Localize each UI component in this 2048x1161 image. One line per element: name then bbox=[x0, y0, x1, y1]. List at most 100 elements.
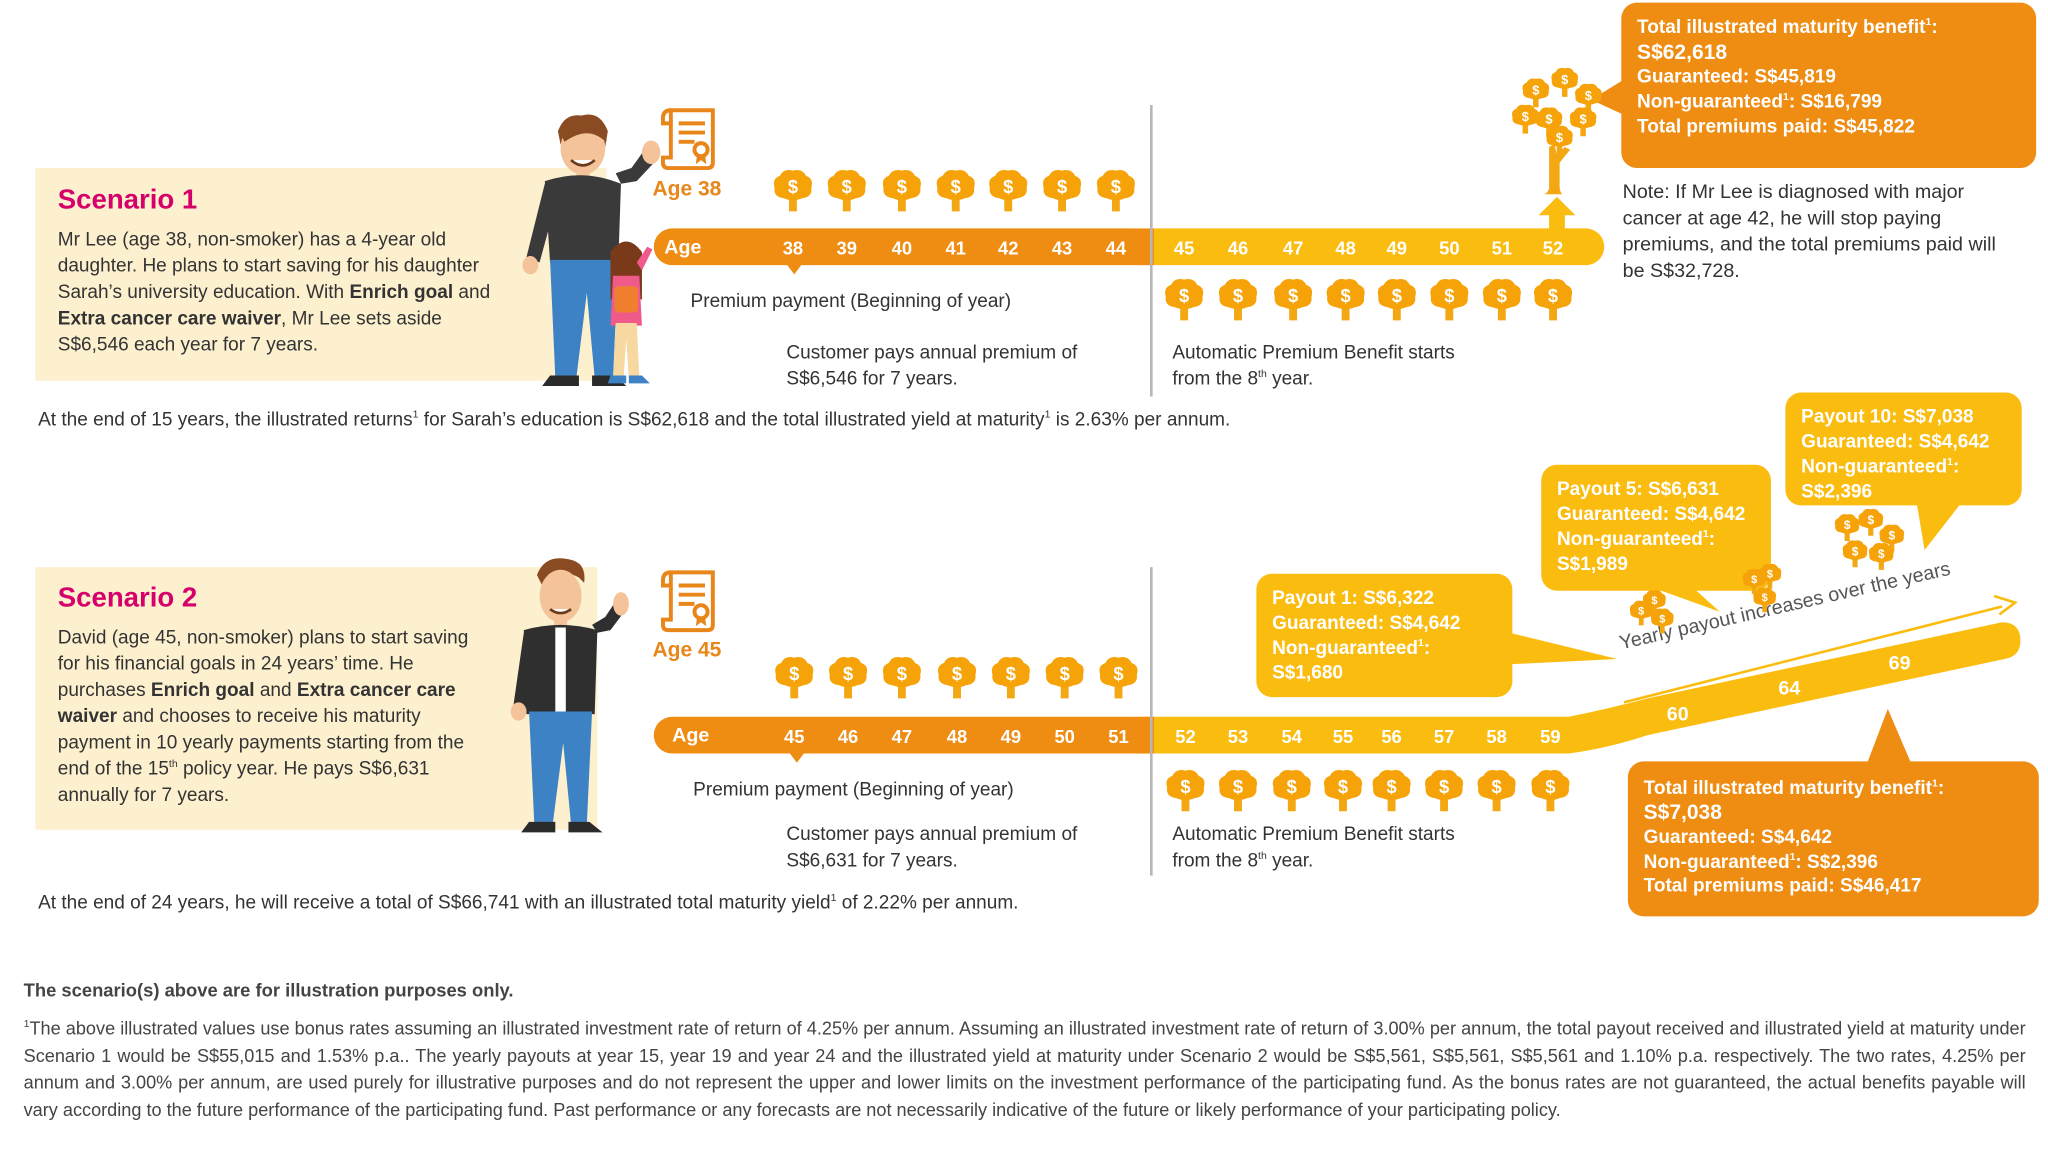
premium-coin-tree-icon: $ bbox=[775, 657, 814, 699]
payout-coin-tree-icon: $ bbox=[1758, 563, 1782, 589]
benefit-coin-tree-icon: $ bbox=[1218, 769, 1258, 812]
scenario2-divider bbox=[1150, 567, 1153, 876]
man-waving-illustration bbox=[510, 558, 629, 833]
svg-text:$: $ bbox=[1288, 285, 1298, 306]
benefit-coin-tree-icon: $ bbox=[1326, 278, 1365, 321]
age-tick: 48 bbox=[1335, 237, 1356, 259]
maturity-coin-icon: $ bbox=[1546, 125, 1573, 155]
svg-text:$: $ bbox=[1878, 547, 1885, 561]
age-tick: 58 bbox=[1486, 725, 1507, 747]
age-tick: 56 bbox=[1381, 725, 1402, 747]
svg-text:$: $ bbox=[842, 176, 852, 197]
payout10-callout-pointer bbox=[1916, 502, 1962, 551]
maturity-coin-icon: $ bbox=[1522, 78, 1550, 108]
scenario1-apb-text: Automatic Premium Benefit starts from th… bbox=[1172, 342, 1455, 390]
svg-text:$: $ bbox=[1060, 663, 1070, 684]
age-tick: 52 bbox=[1175, 725, 1196, 747]
svg-text:$: $ bbox=[1545, 111, 1552, 126]
svg-text:$: $ bbox=[1767, 569, 1773, 581]
age-tick: 48 bbox=[946, 725, 968, 747]
payout-age-tick: 64 bbox=[1778, 677, 1801, 700]
svg-text:$: $ bbox=[1561, 72, 1568, 87]
maturity-money-tree-icon bbox=[1538, 144, 1576, 234]
svg-text:$: $ bbox=[1287, 776, 1297, 797]
svg-text:$: $ bbox=[1179, 285, 1189, 306]
age-tick: 45 bbox=[1173, 237, 1195, 259]
scenario2-title: Scenario 2 bbox=[57, 582, 198, 614]
svg-text:$: $ bbox=[1751, 574, 1757, 586]
scenario2-box bbox=[35, 567, 598, 830]
age-tick: 50 bbox=[1054, 725, 1075, 747]
scenario1-title: Scenario 1 bbox=[57, 185, 198, 216]
age-tick: 50 bbox=[1439, 237, 1460, 259]
benefit-coin-tree-icon: $ bbox=[1218, 278, 1258, 321]
svg-text:$: $ bbox=[1532, 83, 1539, 98]
scenario1-description: Mr Lee (age 38, non-smoker) has a 4-year… bbox=[57, 229, 491, 356]
svg-text:$: $ bbox=[951, 176, 961, 197]
premium-coin-tree-icon: $ bbox=[937, 657, 977, 699]
svg-text:$: $ bbox=[897, 176, 907, 197]
scenario2-description: David (age 45, non-smoker) plans to star… bbox=[57, 627, 469, 807]
scenario1-callout-pointer bbox=[1591, 78, 1626, 116]
man-with-daughter-illustration bbox=[522, 114, 661, 386]
svg-text:$: $ bbox=[1651, 595, 1657, 607]
premium-coin-tree-icon: $ bbox=[1043, 170, 1082, 212]
svg-text:$: $ bbox=[1556, 130, 1563, 145]
svg-text:$: $ bbox=[1111, 176, 1121, 197]
premium-coin-tree-icon: $ bbox=[989, 170, 1028, 212]
scenario2-timeline-bar bbox=[653, 594, 2021, 763]
svg-text:$: $ bbox=[1545, 776, 1555, 797]
scenario2-premium-caption: Premium payment (Beginning of year) bbox=[693, 779, 1014, 801]
benefit-coin-tree-icon: $ bbox=[1534, 278, 1573, 321]
benefit-coin-tree-icon: $ bbox=[1425, 769, 1464, 812]
policy-document-icon-2 bbox=[660, 570, 715, 633]
scenario2-summary: At the end of 24 years, he will receive … bbox=[38, 891, 1019, 914]
age-tick: 47 bbox=[1282, 237, 1304, 259]
scenario1-summary: At the end of 15 years, the illustrated … bbox=[38, 408, 1231, 431]
benefit-coin-tree-icon: $ bbox=[1377, 278, 1416, 321]
svg-text:$: $ bbox=[1548, 285, 1558, 306]
scenario1-divider bbox=[1150, 105, 1153, 397]
age-tick: 51 bbox=[1108, 725, 1129, 747]
payout-age-tick: 69 bbox=[1888, 652, 1911, 675]
benefit-coin-tree-icon: $ bbox=[1477, 769, 1516, 812]
svg-text:$: $ bbox=[1585, 88, 1592, 103]
benefit-coin-tree-icon: $ bbox=[1531, 769, 1570, 812]
benefit-coin-tree-icon: $ bbox=[1323, 769, 1363, 812]
age-tick: 44 bbox=[1105, 237, 1127, 259]
svg-text:$: $ bbox=[1386, 776, 1396, 797]
payout-coin-tree-icon: $ bbox=[1650, 608, 1674, 634]
payout-age-tick: 60 bbox=[1666, 703, 1689, 726]
premium-coin-tree-icon: $ bbox=[1045, 657, 1084, 699]
svg-text:$: $ bbox=[1439, 776, 1449, 797]
svg-text:$: $ bbox=[1341, 285, 1351, 306]
svg-text:$: $ bbox=[1762, 592, 1768, 604]
premium-coin-tree-icon: $ bbox=[882, 170, 921, 212]
age-tick: 54 bbox=[1281, 725, 1303, 747]
svg-text:$: $ bbox=[1888, 529, 1895, 543]
premium-coin-tree-icon: $ bbox=[1099, 657, 1138, 699]
svg-text:$: $ bbox=[1638, 605, 1644, 617]
scenario2-pays-text: Customer pays annual premium of S$6,631 … bbox=[786, 824, 1078, 872]
svg-text:$: $ bbox=[1113, 663, 1123, 684]
premium-coin-tree-icon: $ bbox=[829, 657, 868, 699]
svg-text:$: $ bbox=[1057, 176, 1067, 197]
svg-text:$: $ bbox=[1522, 109, 1529, 124]
policy-document-icon bbox=[660, 108, 715, 171]
svg-text:$: $ bbox=[843, 663, 853, 684]
svg-text:$: $ bbox=[1659, 613, 1665, 625]
disclaimer: The scenario(s) above are for illustrati… bbox=[23, 979, 514, 1001]
svg-text:$: $ bbox=[1180, 776, 1190, 797]
svg-text:$: $ bbox=[1580, 111, 1587, 126]
payout5-callout-pointer bbox=[1654, 588, 1720, 612]
age-tick: 57 bbox=[1433, 725, 1455, 747]
benefit-coin-tree-icon: $ bbox=[1166, 769, 1205, 812]
payout5-callout: Payout 5: S$6,631 Guaranteed: S$4,642 No… bbox=[1541, 464, 1771, 591]
premium-coin-tree-icon: $ bbox=[991, 657, 1030, 699]
svg-text:$: $ bbox=[1233, 776, 1243, 797]
age-tick: 40 bbox=[891, 237, 913, 259]
premium-coin-tree-icon: $ bbox=[936, 170, 975, 212]
scenario2-apb-text: Automatic Premium Benefit starts from th… bbox=[1172, 824, 1455, 872]
benefit-coin-tree-icon: $ bbox=[1482, 278, 1521, 321]
benefit-coin-tree-icon: $ bbox=[1165, 278, 1204, 321]
